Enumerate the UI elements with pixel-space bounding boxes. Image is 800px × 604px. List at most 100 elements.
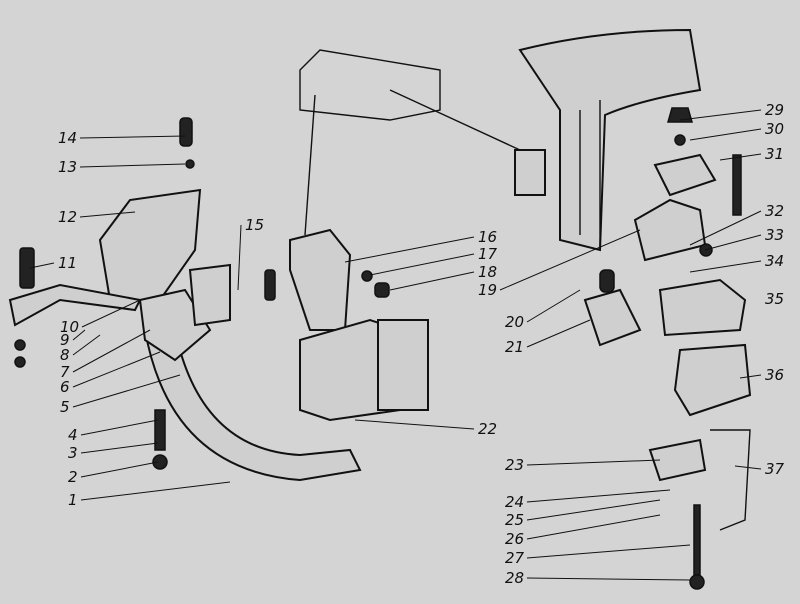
- leader-line: [344, 236, 475, 263]
- leader-line: [80, 481, 231, 501]
- leader-line: [499, 229, 641, 291]
- callout-label: 15: [245, 216, 264, 234]
- nut-29: [667, 107, 693, 123]
- callout-label: 3: [68, 444, 78, 462]
- leader-line: [526, 459, 661, 466]
- callout-36: 36: [739, 366, 784, 384]
- nut-lower: [14, 356, 26, 368]
- callout-label: 6: [60, 378, 70, 396]
- callout-label: 8: [60, 346, 70, 364]
- callout-3: 3: [68, 442, 159, 462]
- callout-25: 25: [505, 499, 661, 529]
- callout-4: 4: [68, 419, 159, 444]
- callout-5: 5: [60, 374, 181, 416]
- callout-label: 1: [68, 491, 78, 509]
- leader-line: [526, 499, 661, 521]
- callout-15: 15: [237, 216, 264, 291]
- callout-1: 1: [68, 481, 231, 509]
- callout-label: 11: [58, 254, 77, 272]
- leader-line: [72, 374, 181, 408]
- callout-31: 31: [719, 145, 784, 163]
- washer-30: [674, 134, 686, 146]
- callout-label: 36: [765, 366, 784, 384]
- callout-8: 8: [60, 334, 101, 364]
- callout-27: 27: [505, 544, 691, 567]
- callout-label: 35: [765, 290, 784, 308]
- callout-24: 24: [505, 489, 671, 511]
- leader-line: [79, 135, 186, 139]
- callout-label: 7: [60, 363, 70, 381]
- bolt-4: [154, 409, 166, 451]
- leader-line: [526, 544, 691, 559]
- leader-line: [689, 210, 762, 246]
- callout-19: 19: [478, 229, 641, 299]
- callout-label: 22: [478, 420, 497, 438]
- leader-line: [72, 329, 86, 341]
- bolt-20: [599, 269, 615, 293]
- callout-label: 17: [478, 245, 498, 263]
- callout-12: 12: [58, 208, 136, 226]
- cushion-36: [673, 343, 752, 417]
- callout-label: 14: [58, 129, 77, 147]
- leader-line: [79, 163, 186, 168]
- washer-13: [185, 159, 195, 169]
- leader-line: [72, 329, 151, 373]
- callout-28: 28: [505, 569, 691, 587]
- bushing: [374, 282, 390, 298]
- cab-bracket: [514, 149, 546, 196]
- leader-line: [526, 489, 671, 503]
- leader-line: [704, 234, 762, 251]
- bolt-11: [19, 247, 35, 289]
- callout-10: 10: [60, 299, 141, 336]
- leader-line: [80, 442, 159, 454]
- callout-2: 2: [68, 461, 159, 486]
- callout-9: 9: [60, 329, 86, 349]
- callout-18: 18: [389, 263, 497, 291]
- callout-6: 6: [60, 351, 161, 396]
- side-plate: [188, 263, 231, 327]
- callout-30: 30: [689, 120, 784, 141]
- callout-label: 4: [68, 426, 78, 444]
- callout-label: 32: [765, 202, 784, 220]
- callout-29: 29: [679, 101, 784, 121]
- callout-label: 23: [505, 456, 524, 474]
- leader-line: [389, 271, 475, 291]
- callout-label: 24: [505, 493, 524, 511]
- nut-2: [152, 454, 168, 470]
- leader-line: [689, 260, 762, 273]
- engine-mount-bracket: [289, 228, 352, 331]
- bracket-37-outline: [710, 429, 751, 531]
- callout-17: 17: [369, 245, 498, 276]
- callout-label: 9: [60, 331, 70, 349]
- callout-13: 13: [58, 158, 186, 176]
- callout-label: 37: [765, 460, 785, 478]
- nut-upper: [14, 339, 26, 351]
- clamp-35: [658, 278, 747, 337]
- engine-leader-line: [389, 89, 521, 151]
- callout-label: 2: [68, 468, 78, 486]
- callout-34: 34: [689, 252, 784, 273]
- pad-21: [583, 288, 642, 347]
- callout-label: 33: [765, 226, 784, 244]
- leader-line: [689, 128, 762, 141]
- callout-14: 14: [58, 129, 186, 147]
- leader-line: [81, 299, 141, 328]
- callout-label: 21: [505, 338, 524, 356]
- leader-line: [369, 253, 475, 276]
- cab-panel: [518, 28, 702, 252]
- bracket-23: [648, 438, 707, 482]
- callout-33: 33: [704, 226, 784, 251]
- callout-label: 13: [58, 158, 77, 176]
- callout-label: 5: [60, 398, 70, 416]
- bolt-31: [732, 154, 742, 216]
- callout-label: 20: [505, 313, 524, 331]
- engine-rod: [304, 94, 316, 236]
- callout-label: 19: [478, 281, 497, 299]
- front-bracket: [98, 188, 202, 301]
- callout-20: 20: [505, 289, 581, 331]
- callout-label: 28: [505, 569, 524, 587]
- callout-label: 27: [505, 549, 525, 567]
- leader-line: [354, 419, 475, 430]
